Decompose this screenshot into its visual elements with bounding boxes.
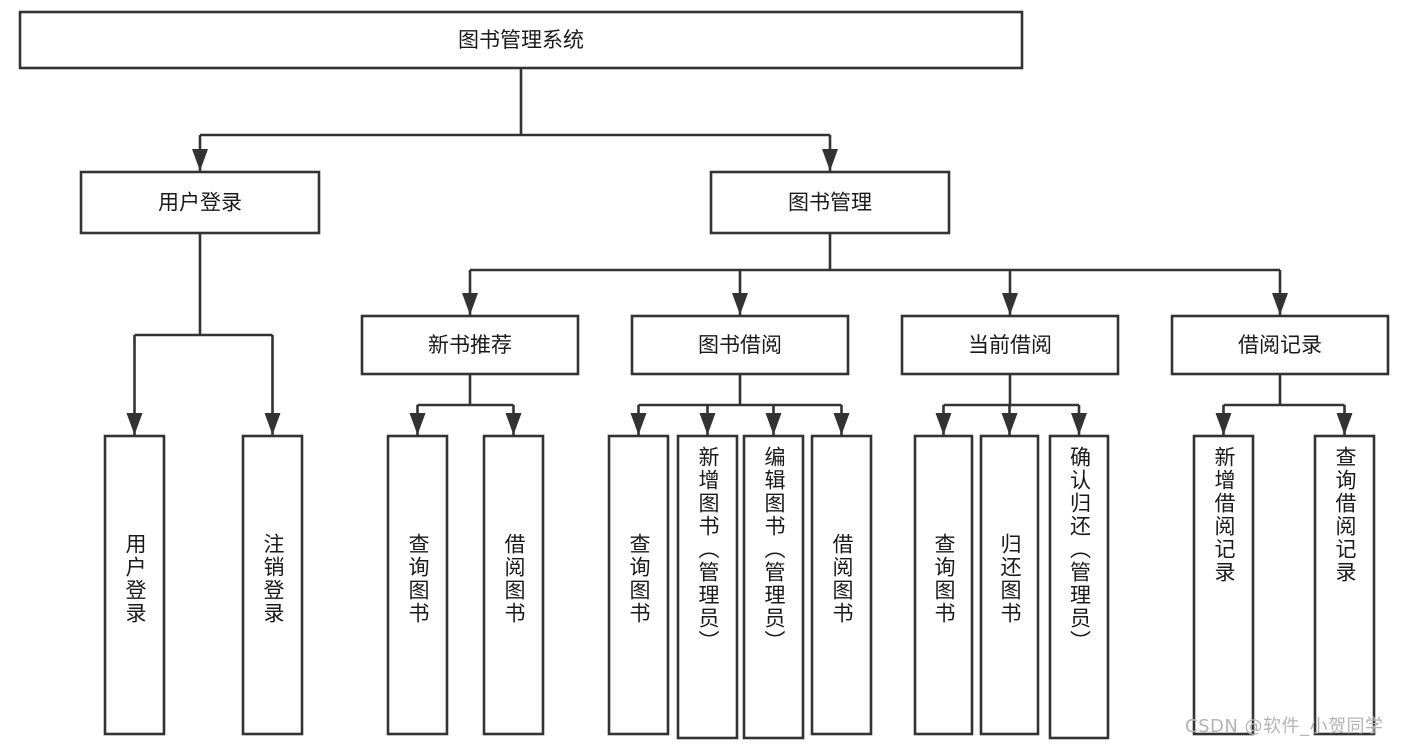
arrow-head-icon (1001, 413, 1018, 435)
box-layer (18, 10, 1390, 740)
node-level1-label-0: 用户登录 (158, 191, 242, 215)
node-level2-label-0: 新书推荐 (428, 333, 512, 357)
arrow-head-icon (264, 413, 281, 435)
arrow-head-icon (1336, 413, 1353, 435)
node-leaf-label-8-wrap: 查询图书 (915, 436, 972, 734)
node-leaf-label-4: 查询图书 (627, 533, 651, 625)
node-leaf-label-10-wrap: 确认归还（管理员） (1050, 436, 1108, 738)
node-root-label: 图书管理系统 (458, 28, 584, 52)
node-leaf-label-7-wrap: 借阅图书 (812, 436, 871, 734)
node-leaf-label-3-wrap: 借阅图书 (484, 436, 543, 734)
arrow-head-icon (833, 413, 850, 435)
node-leaf-box-4[interactable] (607, 434, 670, 736)
node-level1-label-1: 图书管理 (788, 191, 872, 215)
node-leaf-label-9: 归还图书 (998, 533, 1022, 625)
node-leaf-box-0[interactable] (103, 434, 166, 736)
node-leaf-label-0: 用户登录 (123, 533, 147, 625)
watermark-text: CSDN @软件_小贺同学 (1185, 716, 1384, 737)
node-level2-label-2: 当前借阅 (968, 333, 1052, 357)
node-leaf-label-1: 注销登录 (261, 533, 285, 625)
node-leaf-label-3: 借阅图书 (502, 533, 526, 625)
node-leaf-box-5[interactable] (676, 434, 739, 740)
node-level2-label-3: 借阅记录 (1238, 333, 1322, 357)
node-leaf-box-11[interactable] (1192, 434, 1255, 736)
arrow-head-icon (732, 293, 748, 315)
node-leaf-box-2[interactable] (386, 434, 449, 736)
arrow-head-icon (1002, 293, 1018, 315)
arrow-head-icon (699, 413, 716, 435)
arrow-head-icon (409, 413, 426, 435)
node-leaf-label-8: 查询图书 (932, 533, 956, 625)
node-leaf-label-7: 借阅图书 (830, 533, 854, 625)
node-leaf-label-12: 查询借阅记录 (1333, 446, 1357, 584)
node-leaf-label-12-wrap: 查询借阅记录 (1315, 436, 1374, 734)
node-leaf-box-7[interactable] (810, 434, 873, 736)
connector-layer (126, 68, 1353, 435)
arrow-head-icon (935, 413, 952, 435)
node-level1-box-0[interactable] (79, 170, 321, 235)
arrow-head-icon (1215, 413, 1232, 435)
arrow-head-icon (1071, 413, 1087, 435)
node-leaf-label-10: 确认归还（管理员） (1067, 446, 1092, 653)
node-leaf-label-2: 查询图书 (406, 533, 430, 625)
node-root-box[interactable] (18, 10, 1024, 70)
node-leaf-box-12[interactable] (1313, 434, 1376, 736)
node-level2-box-3[interactable] (1170, 314, 1390, 376)
node-leaf-label-11-wrap: 新增借阅记录 (1194, 436, 1253, 734)
arrow-head-icon (462, 293, 478, 315)
node-leaf-box-3[interactable] (482, 434, 545, 736)
node-leaf-box-9[interactable] (979, 434, 1040, 736)
arrow-head-icon (126, 413, 143, 435)
node-leaf-label-5-wrap: 新增图书（管理员） (678, 436, 737, 738)
node-level1-box-1[interactable] (709, 170, 951, 235)
node-level2-box-0[interactable] (360, 314, 580, 376)
arrow-head-icon (1272, 293, 1288, 315)
node-level2-box-1[interactable] (630, 314, 850, 376)
node-leaf-label-6-wrap: 编辑图书（管理员） (744, 436, 803, 738)
node-leaf-label-4-wrap: 查询图书 (609, 436, 668, 734)
node-leaf-label-5: 新增图书（管理员） (696, 446, 720, 653)
node-level2-label-1: 图书借阅 (698, 333, 782, 357)
node-leaf-box-1[interactable] (241, 434, 304, 736)
node-level2-box-2[interactable] (900, 314, 1120, 376)
arrow-head-icon (505, 413, 522, 435)
arrow-head-icon (765, 413, 782, 435)
node-leaf-label-2-wrap: 查询图书 (388, 436, 447, 734)
node-leaf-box-10[interactable] (1048, 434, 1110, 740)
arrow-head-icon (192, 149, 208, 171)
arrow-head-icon (822, 149, 838, 171)
node-leaf-label-9-wrap: 归还图书 (981, 436, 1038, 734)
node-leaf-label-6: 编辑图书（管理员） (762, 446, 786, 653)
node-leaf-label-0-wrap: 用户登录 (105, 436, 164, 734)
node-leaf-box-6[interactable] (742, 434, 805, 740)
arrow-head-icon (630, 413, 647, 435)
node-leaf-box-8[interactable] (913, 434, 974, 736)
node-leaf-label-1-wrap: 注销登录 (243, 436, 302, 734)
node-leaf-label-11: 新增借阅记录 (1212, 446, 1236, 584)
